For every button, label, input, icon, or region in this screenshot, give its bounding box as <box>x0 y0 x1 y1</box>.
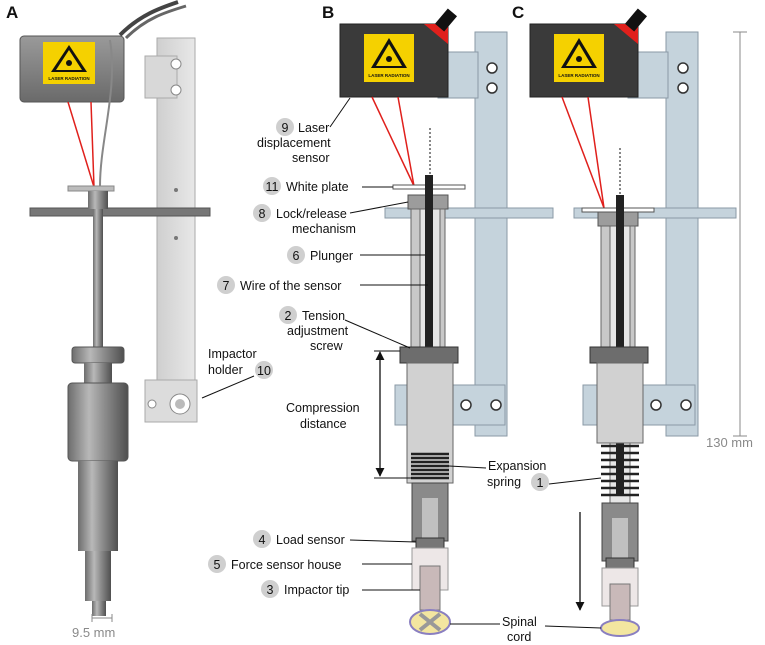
tip-label: Impactor tip <box>284 583 349 597</box>
tip-width-dimension: 9.5 mm <box>72 625 115 640</box>
impactor-holder-label-line2: holder <box>208 363 243 377</box>
frame-vertical-b <box>474 31 508 437</box>
spring-label-line2: spring <box>487 475 521 489</box>
wire-label: Wire of the sensor <box>240 279 341 293</box>
plunger-c <box>616 195 624 495</box>
height-dimension: 130 mm <box>706 435 753 450</box>
tension-label-line3: screw <box>310 339 344 353</box>
plunger-label: Plunger <box>310 249 353 263</box>
panel-b-assembly: LASER RADIATION <box>339 8 554 635</box>
cord-label-line1: Spinal <box>502 615 537 629</box>
tip-number: 3 <box>267 583 274 597</box>
laser-warning-text-c: LASER RADIATION <box>558 73 599 78</box>
panel-c-assembly: LASER RADIATION <box>529 8 737 637</box>
white-plate-label: White plate <box>286 180 349 194</box>
load-label: Load sensor <box>276 533 345 547</box>
frame-vertical-c <box>665 31 699 437</box>
laser-label-line3: sensor <box>292 151 330 165</box>
cord-label-line2: cord <box>507 630 531 644</box>
white-plate-number: 11 <box>266 180 279 194</box>
lock-label-line1: Lock/release <box>276 207 347 221</box>
load-number: 4 <box>259 533 266 547</box>
tension-label-line1: Tension <box>302 309 345 323</box>
panel-label-c: C <box>512 3 524 22</box>
compression-label-line2: distance <box>300 417 347 431</box>
wire-number: 7 <box>223 279 230 293</box>
force-label: Force sensor house <box>231 558 342 572</box>
laser-warning-text-b: LASER RADIATION <box>368 73 409 78</box>
panel-label-b: B <box>322 3 334 22</box>
plunger-number: 6 <box>293 249 300 263</box>
lock-label-line2: mechanism <box>292 222 356 236</box>
spinal-cord-c <box>600 619 640 637</box>
impactor-holder-label-line1: Impactor <box>208 347 257 361</box>
spring-label-line1: Expansion <box>488 459 546 473</box>
load-sensor-b <box>415 537 445 549</box>
force-number: 5 <box>214 558 221 572</box>
panel-a-assembly: LASER RADIATION 9.5 mm <box>19 0 211 640</box>
impactor-holder-number: 10 <box>257 364 271 378</box>
lock-number: 8 <box>259 207 266 221</box>
compression-label-line1: Compression <box>286 401 360 415</box>
laser-label-line2: displacement <box>257 136 331 150</box>
impactor-holder-plate-a <box>156 37 196 421</box>
tension-label-line2: adjustment <box>287 324 349 338</box>
spring-number: 1 <box>537 476 544 490</box>
laser-label-line1: Laser <box>298 121 329 135</box>
tension-number: 2 <box>285 309 292 323</box>
laser-warning-text-a: LASER RADIATION <box>48 76 89 81</box>
plunger-b <box>425 175 433 473</box>
panel-label-a: A <box>6 3 18 22</box>
laser-sensor-number: 9 <box>282 121 289 135</box>
